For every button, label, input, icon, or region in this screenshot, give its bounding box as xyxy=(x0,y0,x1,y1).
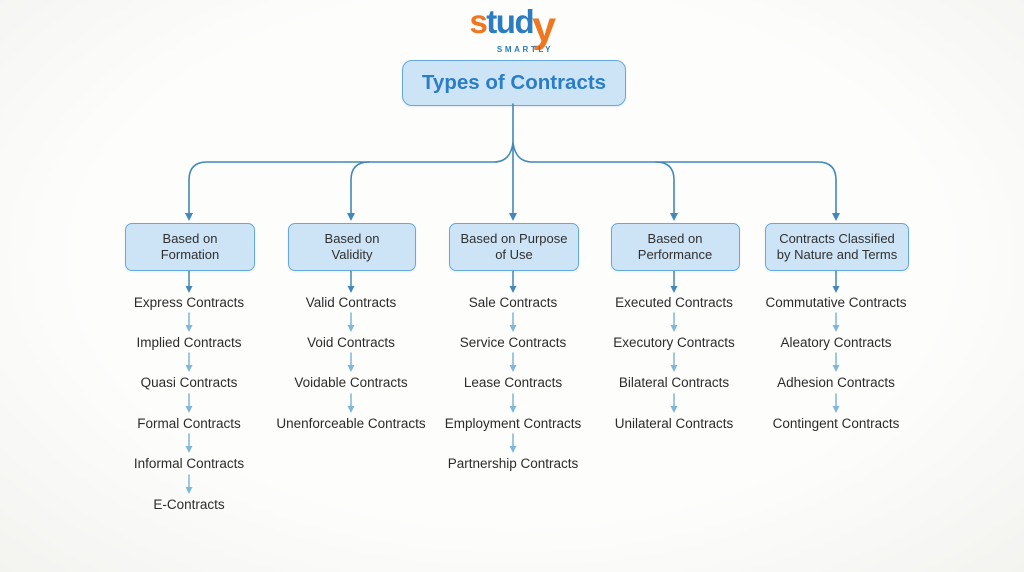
arrowhead-icon xyxy=(509,446,517,453)
connector xyxy=(655,161,675,215)
contract-type-label: Executed Contracts xyxy=(615,295,733,310)
contract-type-label: Implied Contracts xyxy=(136,335,242,350)
arrowhead-icon xyxy=(670,365,678,372)
arrowhead-icon xyxy=(509,325,517,332)
branch-node-label-line: Validity xyxy=(331,247,373,262)
logo-letter: t xyxy=(486,3,497,40)
arrowhead-icon xyxy=(670,286,678,293)
branch-node-label-line: Based on xyxy=(324,230,380,246)
contract-type-label: Informal Contracts xyxy=(133,456,245,471)
arrowhead-icon xyxy=(670,406,678,413)
contract-type-label: Void Contracts xyxy=(307,335,395,350)
arrowhead-icon xyxy=(832,213,840,221)
branch-node-label-line: by Nature and Terms xyxy=(776,247,898,262)
arrowhead-icon xyxy=(347,365,355,372)
arrowhead-icon xyxy=(670,213,678,221)
arrowhead-icon xyxy=(832,286,840,293)
contract-type-label: E-Contracts xyxy=(153,497,225,512)
arrowhead-icon xyxy=(185,446,193,453)
contract-type-label: Commutative Contracts xyxy=(765,295,907,310)
logo-wordmark: study xyxy=(469,3,556,51)
branch-node-label-line: Contracts Classified xyxy=(779,230,895,246)
arrowhead-icon xyxy=(347,286,355,293)
branch-node-label-line: Based on Purpose xyxy=(460,230,568,246)
root-node-types-of-contracts: Types of Contracts xyxy=(402,60,626,106)
connector xyxy=(512,142,837,215)
contract-type-label: Employment Contracts xyxy=(444,416,582,431)
contract-type-label: Formal Contracts xyxy=(137,416,241,431)
arrowhead-icon xyxy=(185,406,193,413)
arrowhead-icon xyxy=(832,325,840,332)
arrowhead-icon xyxy=(185,365,193,372)
contract-type-label: Contingent Contracts xyxy=(772,416,900,431)
branch-node-label-line: of Use xyxy=(495,247,533,262)
logo-letter: s xyxy=(469,3,487,40)
contract-type-label: Unenforceable Contracts xyxy=(276,416,426,431)
contract-type-label: Unilateral Contracts xyxy=(614,416,734,431)
contract-type-label: Service Contracts xyxy=(459,335,567,350)
contract-type-label: Voidable Contracts xyxy=(294,375,408,390)
logo-letter: d xyxy=(514,3,534,40)
arrowhead-icon xyxy=(509,213,517,221)
arrowhead-icon xyxy=(185,286,193,293)
logo-tagline: SMARTLY xyxy=(496,45,554,54)
arrowhead-icon xyxy=(347,213,355,221)
arrowhead-icon xyxy=(509,406,517,413)
contract-type-label: Adhesion Contracts xyxy=(777,375,895,390)
arrowhead-icon xyxy=(185,213,193,221)
contract-type-label: Bilateral Contracts xyxy=(618,375,730,390)
contract-type-label: Valid Contracts xyxy=(305,295,397,310)
contract-type-label: Sale Contracts xyxy=(468,295,558,310)
contract-type-label: Partnership Contracts xyxy=(447,456,579,471)
branch-node-label-line: Formation xyxy=(160,247,220,262)
contract-type-label: Quasi Contracts xyxy=(140,375,238,390)
arrowhead-icon xyxy=(832,406,840,413)
arrowhead-icon xyxy=(347,325,355,332)
connector xyxy=(350,161,370,215)
arrowhead-icon xyxy=(347,406,355,413)
contract-type-label: Aleatory Contracts xyxy=(780,335,892,350)
contract-type-label: Lease Contracts xyxy=(463,375,563,390)
logo-letter: u xyxy=(495,3,516,40)
branch-node-label-line: Based on xyxy=(162,230,218,246)
arrowhead-icon xyxy=(832,365,840,372)
studysmartly-logo: study SMARTLY xyxy=(469,3,556,54)
arrowhead-icon xyxy=(185,325,193,332)
logo-letter: y xyxy=(532,3,556,51)
arrowhead-icon xyxy=(670,325,678,332)
contract-type-label: Express Contracts xyxy=(133,295,245,310)
arrowhead-icon xyxy=(185,487,193,494)
arrowhead-icon xyxy=(509,286,517,293)
contract-type-label: Executory Contracts xyxy=(613,335,735,350)
branch-node-label-line: Performance xyxy=(637,247,713,262)
root-node-label: Types of Contracts xyxy=(421,71,607,94)
branch-node-label-line: Based on xyxy=(647,230,703,246)
arrowhead-icon xyxy=(509,365,517,372)
connector xyxy=(188,142,514,215)
